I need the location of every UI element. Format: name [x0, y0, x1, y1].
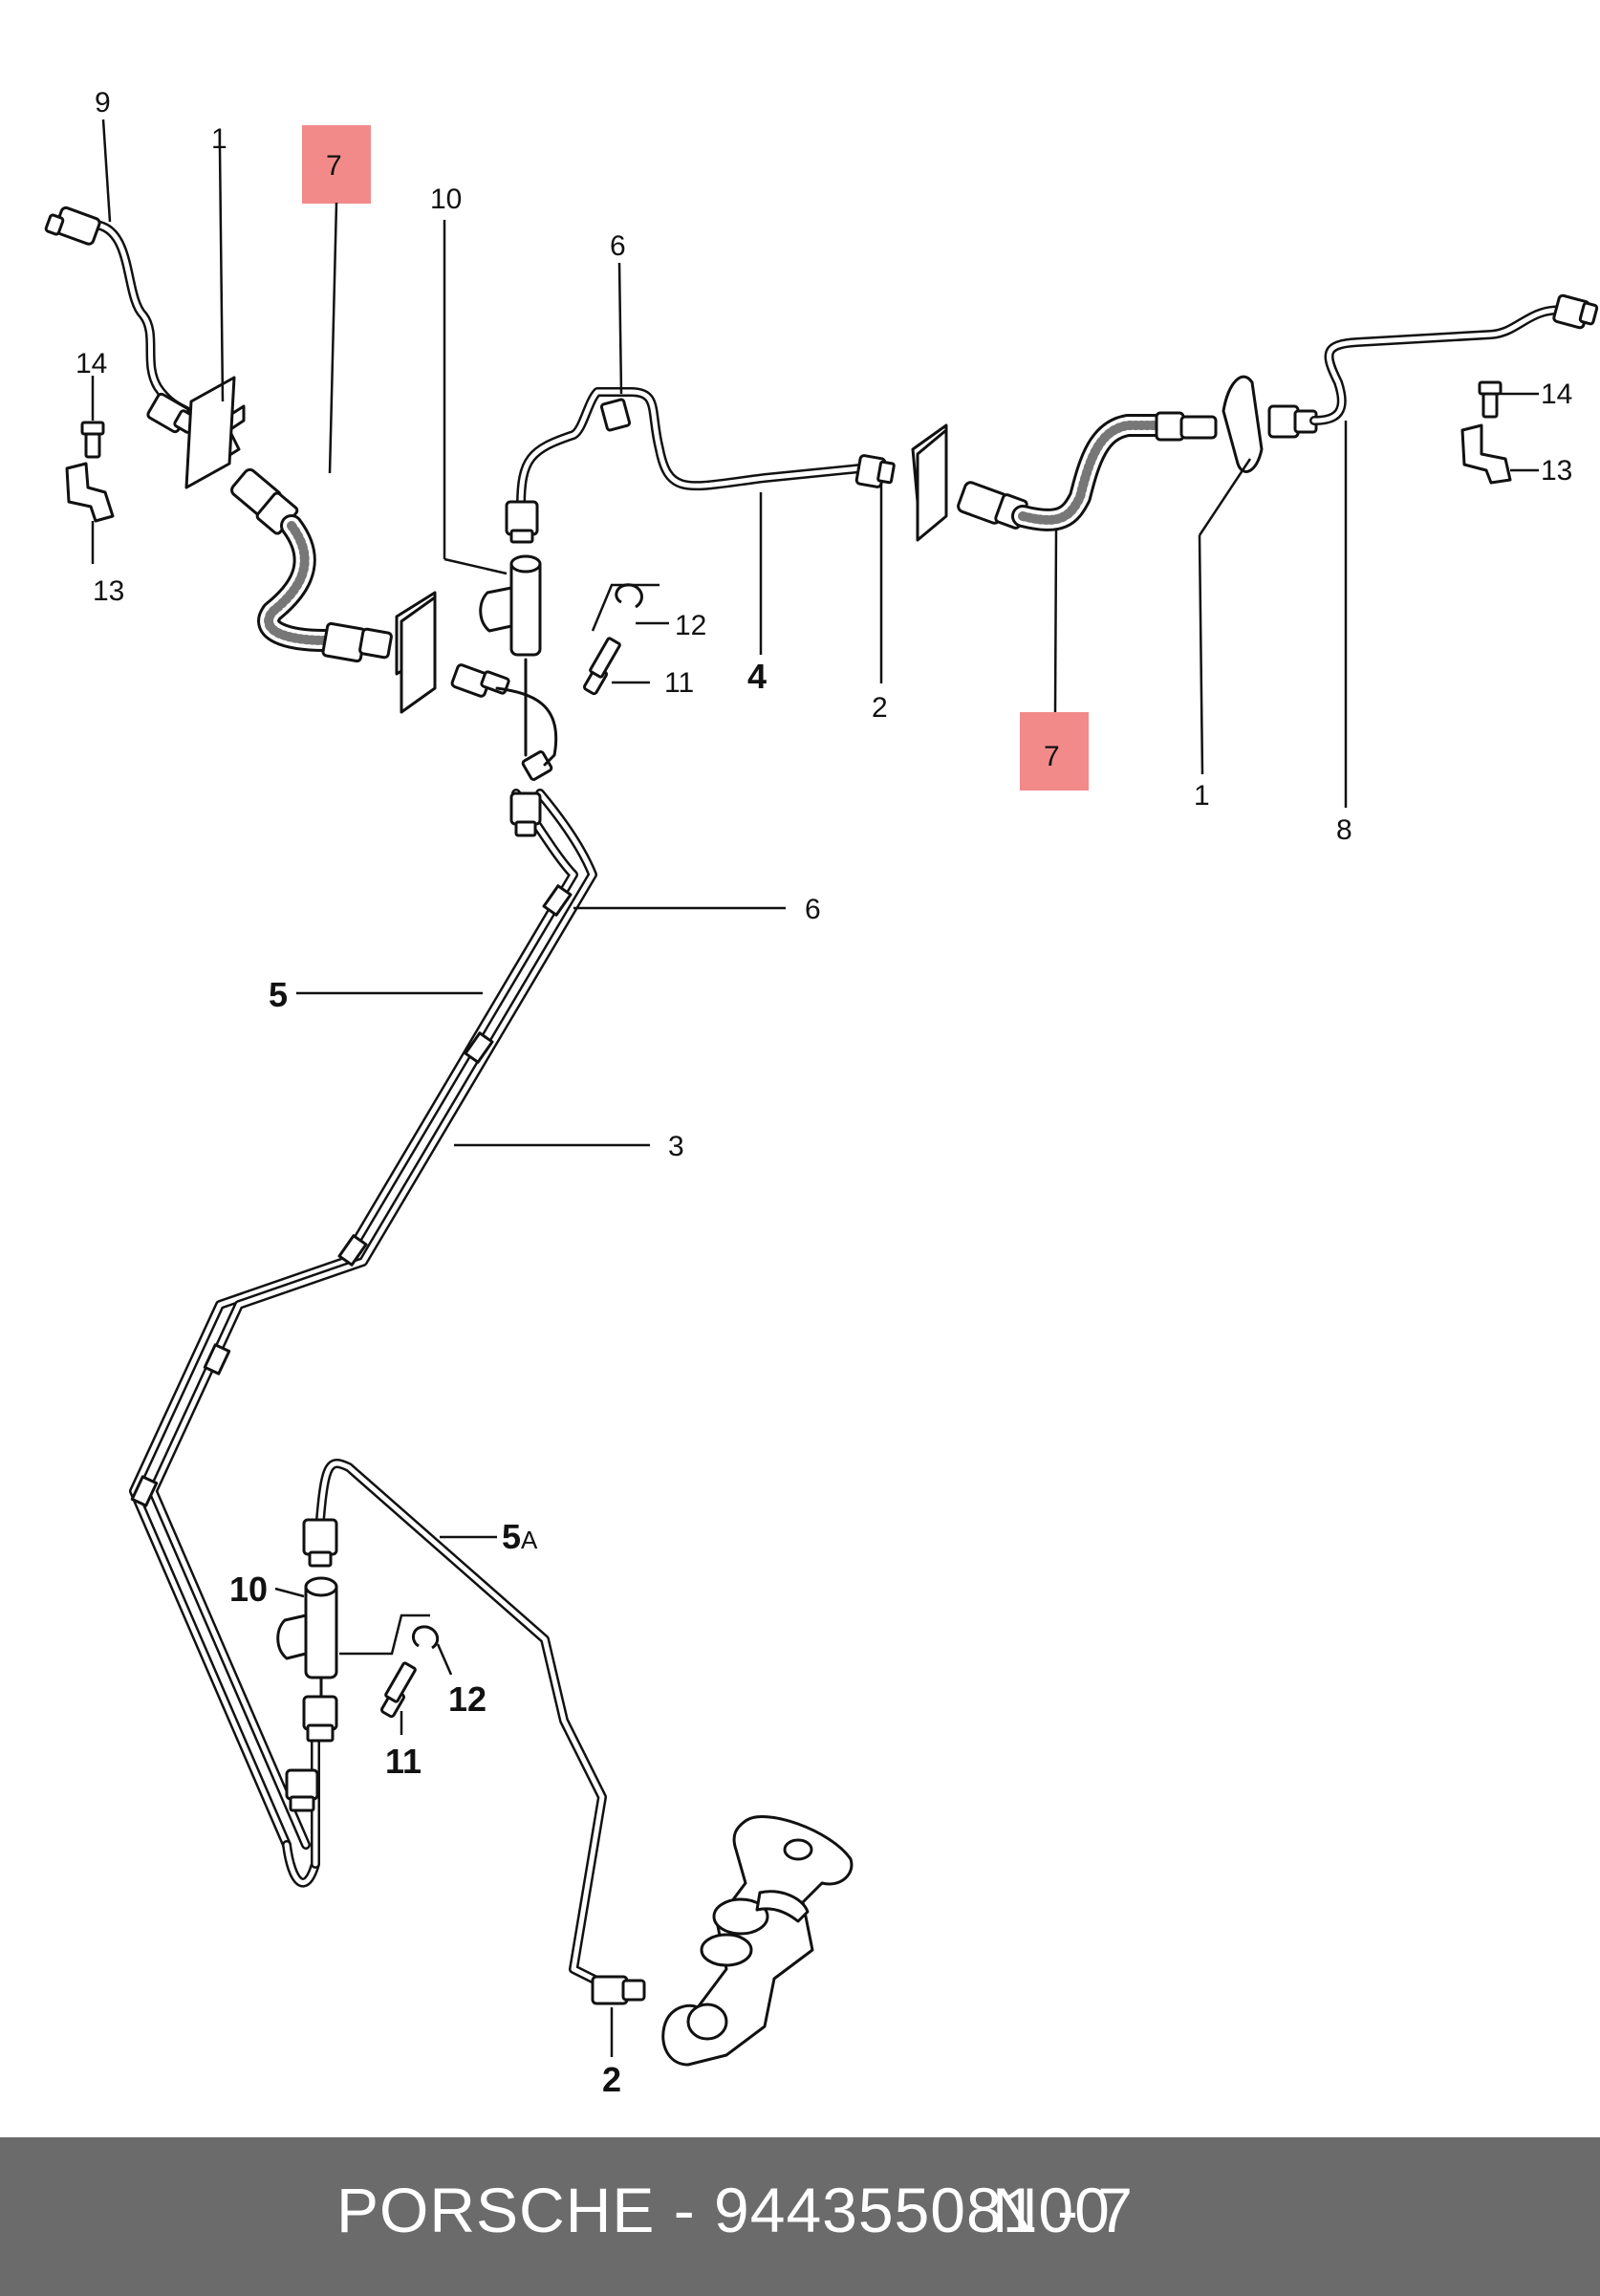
bolt-11-upper	[583, 637, 621, 696]
clip-12-lower	[411, 1625, 440, 1650]
bracket-plate-mid	[916, 428, 948, 542]
callout-5a-suffix: A	[521, 1526, 538, 1554]
pipe-clips	[130, 884, 573, 1507]
callout-13-right: 13	[1541, 455, 1572, 487]
fitting-lower-tee	[450, 663, 553, 837]
brake-hose-left	[230, 467, 393, 663]
callout-8: 8	[1336, 814, 1352, 846]
callout-10-top: 10	[430, 184, 462, 215]
callout-14-left: 14	[76, 348, 107, 379]
main-brake-line-pair	[129, 789, 597, 1888]
leader-lines	[91, 119, 1539, 2057]
bolt-11-lower	[380, 1661, 417, 1719]
footer-bar: PORSCHE - 94435508100 N - 7	[0, 2137, 1600, 2296]
pipe-4	[505, 387, 896, 544]
highlight-box-right	[1020, 712, 1089, 791]
footer-position-code: N - 7	[991, 2175, 1134, 2245]
callout-13-left: 13	[93, 575, 124, 607]
tee-fitting-upper	[479, 554, 542, 657]
tee-fitting-lower	[276, 1518, 338, 1812]
bracket-plate-mid-left	[400, 596, 437, 714]
callout-1-right: 1	[1194, 780, 1210, 812]
callout-7-right: 7	[1044, 741, 1060, 772]
callout-11-bottom: 11	[385, 1742, 422, 1781]
bracket-plate-left-2	[184, 376, 236, 489]
footer-brand-part-number: PORSCHE - 94435508100	[336, 2175, 1111, 2245]
callout-4: 4	[747, 657, 767, 696]
callout-1-left: 1	[211, 123, 227, 155]
callout-14-right: 14	[1541, 379, 1572, 410]
callout-9: 9	[95, 87, 111, 119]
callout-3: 3	[668, 1131, 684, 1162]
highlight-box-top	[302, 125, 371, 204]
callout-11-top: 11	[664, 667, 694, 699]
callout-10-bottom: 10	[229, 1570, 268, 1609]
callout-5: 5	[269, 975, 288, 1014]
callout-12-top: 12	[675, 610, 706, 641]
bolt-14-right	[1478, 380, 1503, 419]
callout-6-top: 6	[610, 230, 626, 262]
callout-5a-number: 5	[502, 1517, 521, 1556]
callout-6-mid: 6	[805, 894, 821, 925]
callout-12-bottom: 12	[448, 1679, 486, 1719]
callout-2-mid: 2	[872, 692, 888, 724]
bracket-13-left	[65, 462, 115, 523]
clip-12-upper	[615, 583, 643, 609]
brake-line-exploded-diagram: 9 1 7 10 6 14 13 12 11 4 2 7 1 8 14 13 6…	[44, 87, 1599, 2099]
pipe-5a	[315, 1459, 646, 2005]
bracket-13-right	[1460, 423, 1512, 485]
callout-labels: 9 1 7 10 6 14 13 12 11 4 2 7 1 8 14 13 6…	[76, 87, 1572, 2099]
line-9-left	[44, 206, 198, 434]
callout-7-top: 7	[326, 150, 342, 182]
master-cylinder	[661, 1815, 854, 2067]
callout-2-bottom: 2	[602, 2060, 621, 2099]
bracket-plate-right	[1222, 375, 1264, 473]
brake-hose-right	[957, 411, 1218, 531]
callout-5a: 5A	[502, 1517, 538, 1556]
line-8-right	[1267, 293, 1599, 439]
bolt-14-left	[80, 421, 105, 459]
